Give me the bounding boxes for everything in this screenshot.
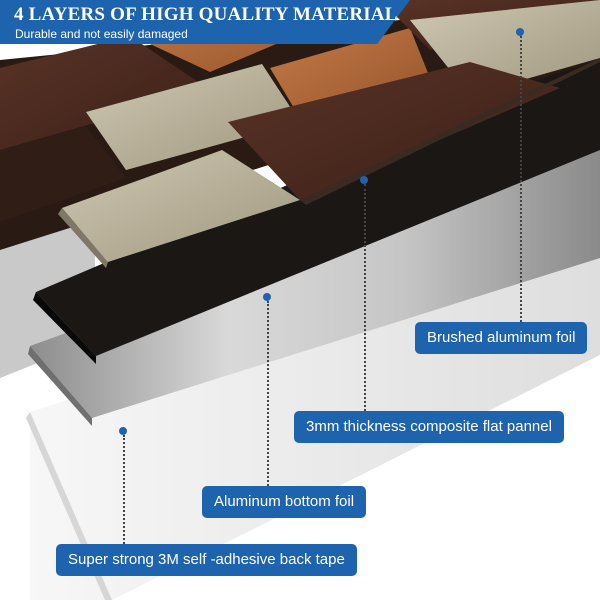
tile-brown (0, 36, 210, 150)
composite-panel-edge (33, 292, 96, 364)
banner-subtitle: Durable and not easily damaged (15, 27, 188, 41)
label-composite-panel: 3mm thickness composite flat pannel (294, 411, 564, 443)
callout-dot-brushed-foil (516, 28, 524, 36)
callout-dot-adhesive-tape (119, 427, 127, 435)
callout-line-composite-panel (364, 184, 366, 411)
tile-dark (0, 126, 126, 222)
callout-line-bottom-foil (267, 301, 269, 486)
tile-champagne (62, 150, 300, 262)
tile-champagne (86, 64, 300, 170)
aluminum-bottom-foil-edge (28, 346, 92, 426)
tile-brown (228, 62, 560, 200)
label-brushed-aluminum-foil: Brushed aluminum foil (415, 322, 588, 354)
label-adhesive-back-tape: Super strong 3M self -adhesive back tape (56, 544, 357, 576)
callout-dot-bottom-foil (263, 293, 271, 301)
label-aluminum-bottom-foil: Aluminum bottom foil (202, 486, 367, 518)
callout-line-adhesive-tape (123, 435, 125, 544)
aluminum-bottom-foil-layer (30, 140, 600, 418)
tile-joint (300, 58, 600, 205)
banner-title: 4 LAYERS OF HIGH QUALITY MATERIAL (14, 4, 398, 25)
mosaic-edge (58, 208, 108, 268)
header-banner: 4 LAYERS OF HIGH QUALITY MATERIAL Durabl… (0, 0, 410, 44)
brushed-aluminum-mosaic (0, 0, 600, 268)
callout-line-brushed-foil (520, 36, 522, 322)
callout-dot-composite-panel (360, 176, 368, 184)
tile-copper (270, 28, 430, 118)
